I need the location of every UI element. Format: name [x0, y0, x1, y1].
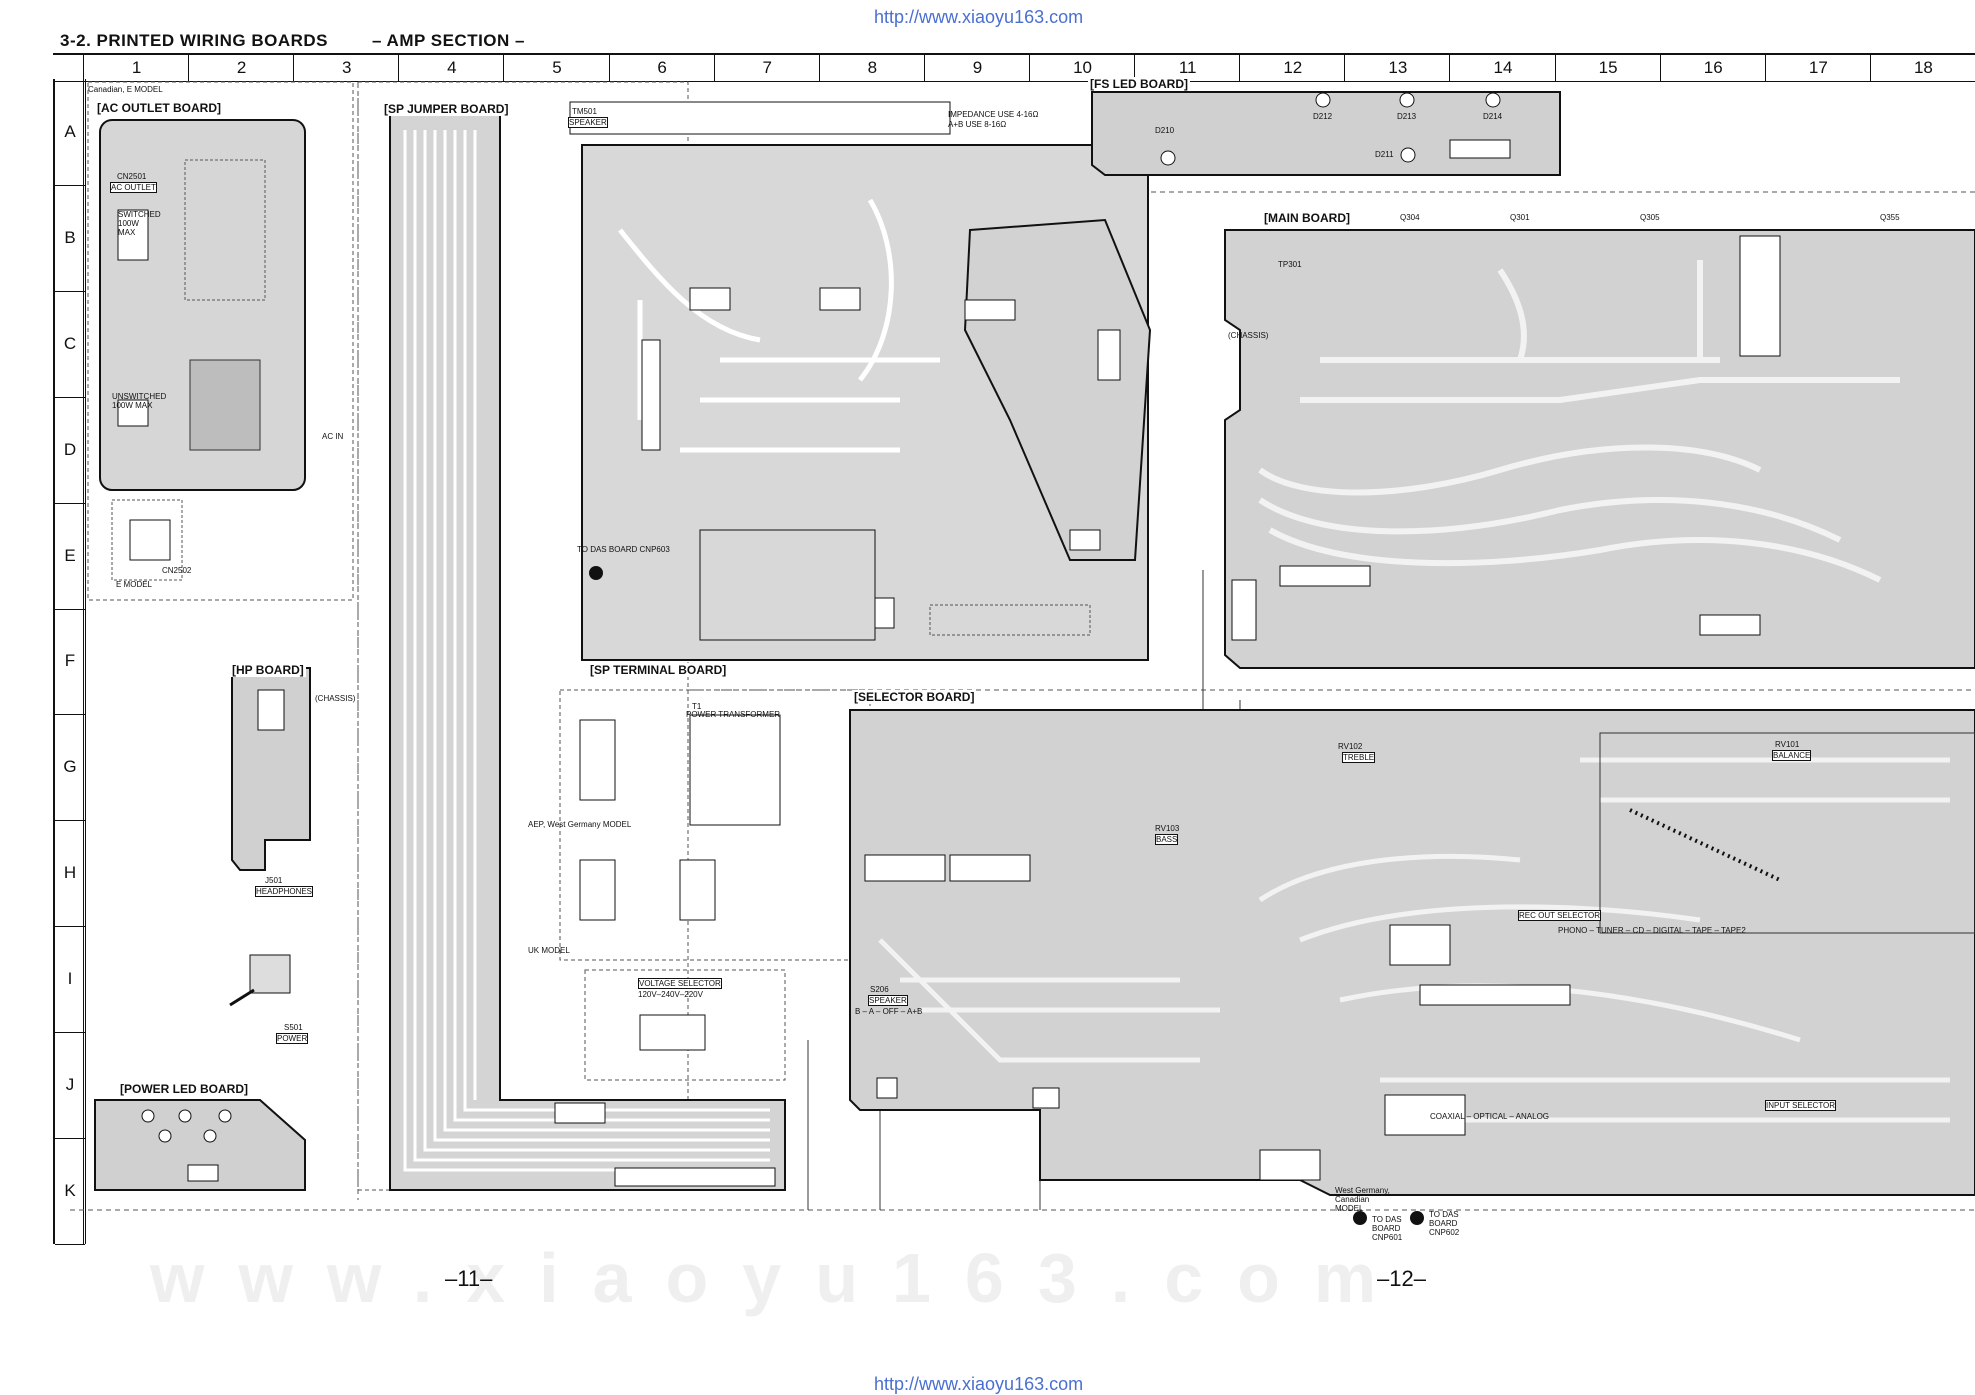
s501-label: S501 [284, 1023, 303, 1032]
grid-row-A: A [55, 79, 85, 186]
grid-column-7: 7 [713, 55, 820, 81]
power-switch-label: POWER [276, 1033, 309, 1044]
grid-column-10: 10 [1029, 55, 1135, 81]
page-number-right: –12– [1377, 1266, 1426, 1291]
grid-column-16: 16 [1659, 55, 1766, 81]
ac-outlet-tag: AC OUTLET [110, 182, 157, 193]
treble-label: TREBLE [1342, 752, 1376, 763]
background-watermark: www.xiaoyu163.com [150, 1239, 1411, 1317]
grid-column-6: 6 [608, 55, 715, 81]
q301-label: Q301 [1510, 213, 1530, 222]
grid-row-F: F [55, 609, 85, 716]
switched-label: SWITCHED 100W MAX [118, 210, 161, 237]
main-chassis-label: (CHASSIS) [1228, 331, 1269, 340]
source-url-bottom[interactable]: http://www.xiaoyu163.com [874, 1374, 1084, 1394]
q305-label: Q305 [1640, 213, 1660, 222]
input-selector-positions: COAXIAL – OPTICAL – ANALOG [1430, 1112, 1550, 1121]
power-led-board-label: [POWER LED BOARD] [118, 1082, 250, 1096]
section-title: 3-2. PRINTED WIRING BOARDS [60, 31, 329, 50]
tm501-label: TM501 [572, 107, 597, 116]
selector-board-label: [SELECTOR BOARD] [852, 690, 977, 704]
to-das-a-label: TO DAS BOARD CNP601 [1372, 1215, 1403, 1242]
fs-led-board-label: [FS LED BOARD] [1088, 77, 1190, 91]
ac-outlet-model-note: Canadian, E MODEL [88, 85, 163, 94]
grid-column-4: 4 [398, 55, 504, 81]
d213-label: D213 [1397, 112, 1417, 121]
west-germany-note: West Germany, Canadian MODEL [1335, 1186, 1390, 1213]
bass-label: BASS [1155, 834, 1179, 845]
grid-column-12: 12 [1239, 55, 1345, 81]
grid-column-3: 3 [293, 55, 399, 81]
grid-row-K: K [55, 1138, 85, 1245]
grid-column-15: 15 [1554, 55, 1661, 81]
main-board-label: [MAIN BOARD] [1262, 211, 1352, 225]
rv102-label: RV102 [1338, 742, 1363, 751]
to-das-b-label: TO DAS BOARD CNP602 [1429, 1210, 1460, 1237]
grid-row-G: G [55, 714, 85, 822]
speaker-terminal-label: SPEAKER [568, 117, 608, 128]
grid-column-17: 17 [1764, 55, 1871, 81]
cn2502-label: CN2502 [162, 566, 192, 575]
grid-column-9: 9 [923, 55, 1030, 81]
ac-outlet-board-label: [AC OUTLET BOARD] [95, 101, 223, 115]
j501-label: J501 [265, 876, 283, 885]
voltage-selector-label: VOLTAGE SELECTOR [638, 978, 722, 989]
source-url-top[interactable]: http://www.xiaoyu163.com [874, 7, 1084, 27]
ac-in-label: AC IN [322, 432, 344, 441]
sp-jumper-board-label: [SP JUMPER BOARD] [382, 102, 511, 116]
cn2501-label: CN2501 [117, 172, 147, 181]
voltage-values: 120V–240V–220V [638, 990, 703, 999]
grid-column-13: 13 [1344, 55, 1450, 81]
sp-terminal-board-label: [SP TERMINAL BOARD] [588, 663, 729, 677]
grid-row-I: I [55, 926, 85, 1034]
s206-label: S206 [870, 985, 889, 994]
grid-row-C: C [55, 291, 85, 398]
grid-column-14: 14 [1449, 55, 1555, 81]
rv103-label: RV103 [1155, 824, 1180, 833]
grid-row-H: H [55, 820, 85, 928]
uk-model-label: UK MODEL [528, 946, 570, 955]
grid-column-2: 2 [188, 55, 294, 81]
hp-board-label: [HP BOARD] [230, 663, 306, 677]
d214-label: D214 [1483, 112, 1503, 121]
rec-out-selector-label: REC OUT SELECTOR [1518, 910, 1602, 921]
page-number-left: –11– [445, 1266, 493, 1291]
headphones-label: HEADPHONES [255, 886, 314, 897]
impedance-note: IMPEDANCE USE 4-16Ω [948, 110, 1039, 119]
grid-column-18: 18 [1869, 55, 1975, 81]
chassis-label: (CHASSIS) [315, 694, 356, 703]
t1-label: T1 [692, 702, 702, 711]
input-selector-label: INPUT SELECTOR [1765, 1100, 1837, 1111]
impedance-note-ab: A+B USE 8-16Ω [948, 120, 1007, 129]
q304-label: Q304 [1400, 213, 1420, 222]
grid-column-1: 1 [83, 55, 189, 81]
balance-label: BALANCE [1772, 750, 1812, 761]
rv101-label: RV101 [1775, 740, 1800, 749]
grid-column-8: 8 [818, 55, 925, 81]
grid-row-D: D [55, 397, 85, 504]
section-subtitle: – AMP SECTION – [372, 31, 525, 50]
aep-model-label: AEP, West Germany MODEL [528, 820, 632, 829]
grid-divider [83, 79, 84, 1244]
grid-row-J: J [55, 1032, 85, 1140]
q355-label: Q355 [1880, 213, 1900, 222]
grid-column-5: 5 [503, 55, 609, 81]
unswitched-label: UNSWITCHED 100W MAX [112, 392, 167, 410]
speaker-selector-modes: B – A – OFF – A+B [855, 1007, 923, 1016]
power-transformer-label: POWER TRANSFORMER [686, 710, 781, 719]
d211-label: D211 [1375, 150, 1394, 159]
d212-label: D212 [1313, 112, 1333, 121]
d210-label: D210 [1155, 126, 1175, 135]
e-model-label: E MODEL [116, 580, 153, 589]
grid-row-E: E [55, 503, 85, 610]
tp301-label: TP301 [1278, 260, 1302, 269]
to-das-board-label: TO DAS BOARD CNP603 [577, 545, 670, 554]
speaker-selector-label: SPEAKER [868, 995, 908, 1006]
grid-row-B: B [55, 185, 85, 292]
rec-out-positions: PHONO – TUNER – CD – DIGITAL – TAPE – TA… [1558, 926, 1746, 935]
grid-column-11: 11 [1134, 55, 1240, 81]
